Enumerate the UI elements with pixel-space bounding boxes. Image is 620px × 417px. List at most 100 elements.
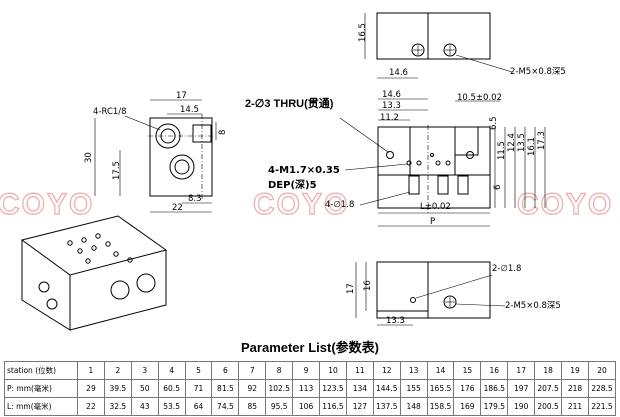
thru-note: 2-∅3 THRU(贯通)	[245, 97, 334, 110]
bottom-dim-17: 17	[346, 283, 356, 294]
table-cell: 158.5	[426, 397, 455, 416]
left-side-view	[94, 99, 217, 213]
table-cell: 8	[265, 361, 294, 380]
table-cell: 169	[453, 397, 482, 416]
watermark-right: COYO	[517, 188, 613, 221]
table-cell: 179.5	[480, 397, 509, 416]
watermark-center: COYO	[253, 188, 349, 221]
table-cell: 4	[157, 361, 186, 380]
table-cell: 123.5	[319, 379, 347, 398]
table-cell: 218	[561, 379, 589, 398]
table-cell: 190	[507, 397, 536, 416]
table-cell: 32.5	[103, 397, 132, 416]
table-cell: 137.5	[372, 397, 401, 416]
table-row-p: P: mm(毫米) 29 39.5 50 60.5 71 81.5 92 102…	[4, 379, 617, 398]
table-cell: 3	[130, 361, 159, 380]
bottom-dim-13-3: 13.3	[386, 316, 405, 326]
table-cell: 85	[238, 397, 267, 416]
table-row-station: station (位数) 1 2 3 4 5 6 7 8 9 10 11 12 …	[4, 361, 617, 380]
front-view	[339, 98, 546, 227]
dim-17: 17	[176, 91, 187, 101]
table-cell: 20	[587, 361, 617, 380]
table-cell: 16	[480, 361, 509, 380]
front-dim-6: 6	[493, 185, 503, 190]
table-cell: 197	[507, 379, 536, 398]
table-cell: 17	[507, 361, 536, 380]
table-cell: 207.5	[534, 379, 563, 398]
table-cell: 134	[345, 379, 374, 398]
table-cell: 14	[426, 361, 455, 380]
table-cell: 15	[453, 361, 482, 380]
table-cell: 176	[453, 379, 482, 398]
table-cell: 50	[130, 379, 159, 398]
bottom-thread-note: 2-M5×0.8深5	[505, 301, 561, 311]
watermark-group: COYO COYO COYO	[0, 187, 613, 221]
top-thread-note: 2-M5×0.8深5	[510, 67, 566, 77]
table-cell: 29	[77, 379, 105, 398]
front-dim-11-2: 11.2	[380, 113, 399, 123]
table-cell: 39.5	[103, 379, 132, 398]
parameter-list-title: Parameter List(参数表)	[241, 340, 379, 355]
table-cell: 144.5	[372, 379, 401, 398]
length-label: L±0.02	[420, 202, 451, 212]
table-row-l: L: mm(毫米) 22 32.5 43 53.5 64 74.5 85 95.…	[4, 397, 617, 416]
tap-note-2: DEP(深)5	[268, 178, 317, 191]
table-cell: 106	[292, 397, 321, 416]
port-label: 4-RC1/8	[93, 107, 127, 117]
front-dim-6-5: 6.5	[489, 116, 499, 130]
parameter-table: station (位数) 1 2 3 4 5 6 7 8 9 10 11 12 …	[4, 361, 617, 416]
table-cell: 113	[292, 379, 321, 398]
table-cell: 9	[292, 361, 321, 380]
table-cell: 2	[103, 361, 132, 380]
top-dim-14-6: 14.6	[389, 68, 408, 78]
p-header: P: mm(毫米)	[4, 379, 78, 398]
bottom-hole-note: 2-∅1.8	[492, 264, 521, 274]
table-cell: 43	[130, 397, 159, 416]
table-cell: 64	[184, 397, 213, 416]
dim-8-3: 8.3	[188, 194, 202, 204]
bottom-view	[355, 261, 506, 326]
table-cell: 19	[561, 361, 589, 380]
table-cell: 7	[238, 361, 267, 380]
table-cell: 18	[534, 361, 563, 380]
front-dim-12-4: 12.4	[507, 133, 517, 152]
hole-note: 4-∅1.8	[325, 200, 354, 210]
front-dim-10-5: 10.5±0.02	[457, 93, 502, 103]
table-cell: 74.5	[211, 397, 240, 416]
table-cell: 116.5	[319, 397, 347, 416]
table-cell: 10	[319, 361, 347, 380]
table-cell: 127	[345, 397, 374, 416]
front-dim-13-3: 13.3	[382, 101, 401, 111]
dim-8: 8	[218, 130, 228, 135]
dim-17-5: 17.5	[112, 161, 122, 180]
table-cell: 60.5	[157, 379, 186, 398]
table-cell: 200.5	[534, 397, 563, 416]
table-cell: 11	[345, 361, 374, 380]
top-dim-16-5: 16.5	[358, 23, 368, 42]
table-cell: 165.5	[426, 379, 455, 398]
table-cell: 6	[211, 361, 240, 380]
watermark-left: COYO	[0, 188, 94, 221]
table-cell: 221.5	[587, 397, 617, 416]
table-cell: 53.5	[157, 397, 186, 416]
table-cell: 13	[399, 361, 428, 380]
bottom-dim-16: 16	[363, 280, 373, 291]
table-cell: 148	[399, 397, 428, 416]
table-cell: 1	[77, 361, 105, 380]
table-cell: 5	[184, 361, 213, 380]
tap-note-1: 4-M1.7×0.35	[268, 165, 340, 176]
table-cell: 81.5	[211, 379, 240, 398]
table-cell: 95.5	[265, 397, 294, 416]
table-cell: 186.5	[480, 379, 509, 398]
l-header: L: mm(毫米)	[4, 397, 78, 416]
front-dim-11-5: 11.5	[497, 141, 507, 160]
front-dim-13-5: 13.5	[517, 133, 527, 152]
isometric-view	[20, 215, 168, 331]
table-cell: 92	[238, 379, 267, 398]
dim-22: 22	[172, 203, 183, 213]
station-header: station (位数)	[4, 361, 78, 380]
table-cell: 22	[77, 397, 105, 416]
top-view	[364, 12, 513, 79]
front-dim-16-1: 16.1	[527, 137, 537, 156]
table-cell: 228.5	[587, 379, 617, 398]
